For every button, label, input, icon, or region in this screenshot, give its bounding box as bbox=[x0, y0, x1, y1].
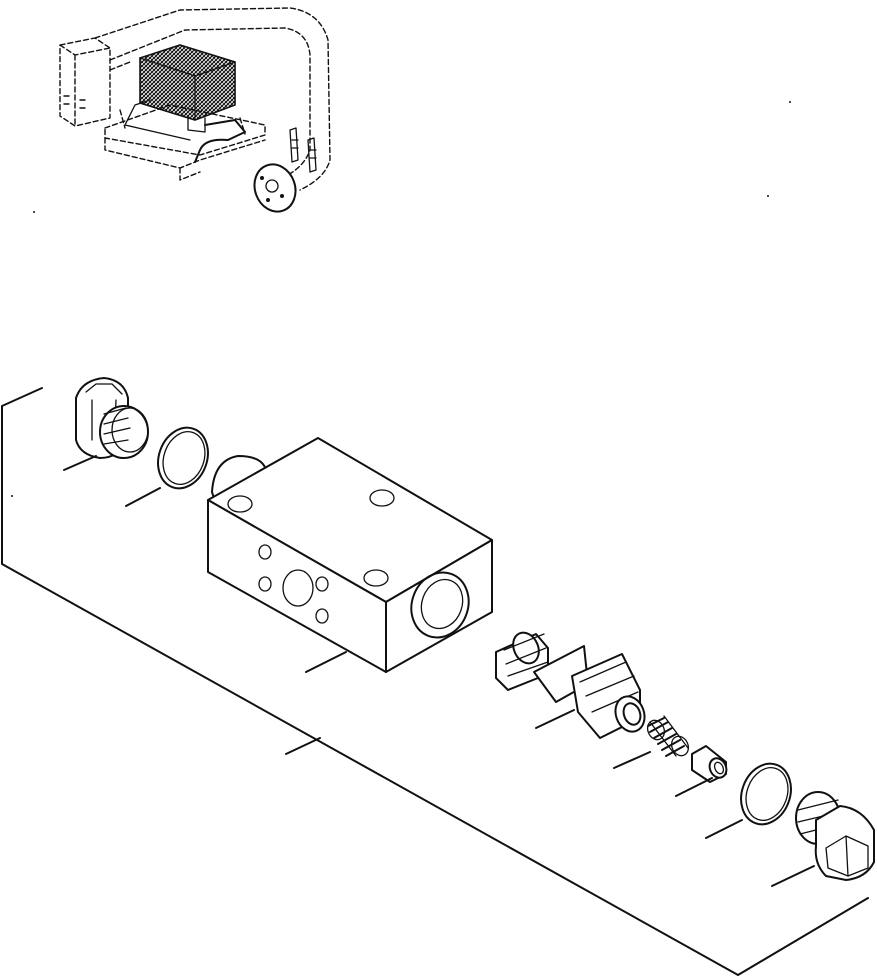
spring bbox=[613, 715, 690, 769]
assembly-frame bbox=[1, 387, 869, 976]
retainer bbox=[675, 745, 728, 797]
inset-valve-highlight bbox=[139, 44, 236, 133]
frame-leader bbox=[285, 737, 321, 755]
valve-body bbox=[207, 437, 493, 673]
location-inset bbox=[59, 7, 331, 213]
o-ring-left bbox=[125, 426, 209, 507]
spool bbox=[495, 631, 646, 739]
o-ring-right bbox=[705, 762, 792, 839]
inset-bracket-tab bbox=[124, 99, 246, 163]
inset-tank-outline bbox=[59, 37, 111, 127]
inset-bracket bbox=[104, 104, 266, 181]
inset-fittings bbox=[289, 127, 317, 173]
inset-hose-route bbox=[94, 7, 331, 191]
plug-right bbox=[771, 791, 875, 887]
plug-left bbox=[63, 377, 149, 471]
inset-flange bbox=[253, 163, 297, 213]
